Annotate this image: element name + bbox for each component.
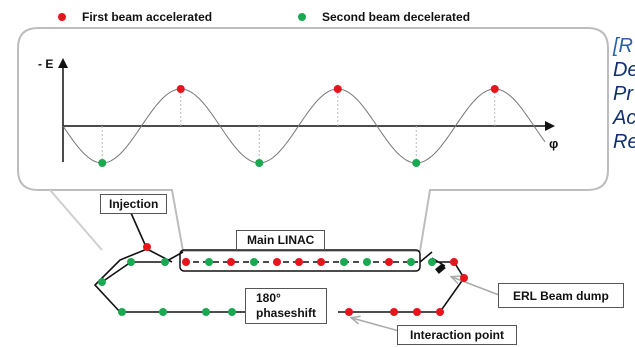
track-accelerated-bunch xyxy=(182,258,190,266)
x-axis-label: φ xyxy=(549,136,558,151)
track-decelerated-bunch xyxy=(250,258,258,266)
interaction-point-pointer xyxy=(352,318,400,332)
reference-line-4: Ac xyxy=(613,107,635,129)
red-dot-icon xyxy=(58,13,66,21)
track-dots xyxy=(98,243,468,316)
track-decelerated-bunch xyxy=(127,258,135,266)
phaseshift-label: 180° phaseshift xyxy=(245,288,328,324)
track-decelerated-bunch xyxy=(363,258,371,266)
track-accelerated-bunch xyxy=(436,308,444,316)
phaseshift-label-line1: 180° xyxy=(256,291,281,305)
track-accelerated-bunch xyxy=(295,258,303,266)
wave-trough-decelerated-dot xyxy=(98,159,107,167)
track-accelerated-bunch xyxy=(450,258,458,266)
wave-trough-decelerated-dot xyxy=(412,159,421,167)
track-decelerated-bunch xyxy=(205,258,213,266)
track-accelerated-bunch xyxy=(227,258,235,266)
legend-second-beam-label: Second beam decelerated xyxy=(322,10,471,24)
track-decelerated-bunch xyxy=(228,308,236,316)
main-linac-label: Main LINAC xyxy=(236,230,326,250)
wave-trough-decelerated-dot xyxy=(255,159,264,167)
wave-curve xyxy=(62,88,546,164)
track-decelerated-bunch xyxy=(407,258,415,266)
track-decelerated-bunch xyxy=(118,308,126,316)
y-axis-label: - E xyxy=(38,57,53,71)
beam-dump-block xyxy=(435,263,446,274)
reference-text: [R De Pr Ac Re xyxy=(613,34,635,154)
wave-peak-accelerated-dot xyxy=(490,85,499,93)
track-accelerated-bunch xyxy=(460,274,468,282)
zoom-callout-shape xyxy=(17,27,609,252)
legend-second-beam: Second beam decelerated xyxy=(298,9,470,25)
track-decelerated-bunch xyxy=(340,258,348,266)
zoom-projection-line-left xyxy=(49,189,103,251)
track-bottom-right xyxy=(338,261,465,313)
track-accelerated-bunch xyxy=(273,258,281,266)
reference-line-1: [R xyxy=(613,35,633,57)
phaseshift-label-line2: phaseshift xyxy=(256,306,317,320)
wave-dots xyxy=(98,85,499,167)
track-linac-exit xyxy=(419,251,433,263)
reference-line-2: De xyxy=(613,59,635,81)
track-accelerated-bunch xyxy=(317,258,325,266)
main-linac-label-box: Main LINAC xyxy=(236,230,326,250)
main-linac-box xyxy=(179,249,421,272)
wave-peak-accelerated-dot xyxy=(176,85,185,93)
legend-first-beam-label: First beam accelerated xyxy=(82,10,213,24)
track-accelerated-bunch xyxy=(385,258,393,266)
track-decelerated-bunch xyxy=(202,308,210,316)
reference-line-5: Re xyxy=(613,131,635,153)
reference-line-3: Pr xyxy=(613,83,633,105)
track-accelerated-bunch xyxy=(390,308,398,316)
interaction-point-label: Interaction point xyxy=(397,325,517,345)
beam-dump-pointer xyxy=(452,277,500,296)
track-decelerated-bunch xyxy=(159,308,167,316)
track-accelerated-bunch xyxy=(413,308,421,316)
wave-peak-accelerated-dot xyxy=(333,85,342,93)
legend-first-beam: First beam accelerated xyxy=(58,9,212,25)
track-decelerated-bunch xyxy=(428,258,436,266)
track-accelerated-bunch xyxy=(143,243,151,251)
track-decelerated-bunch xyxy=(98,278,106,286)
track-injection-line xyxy=(130,212,173,263)
track-accelerated-bunch xyxy=(345,308,353,316)
injection-label: Injection xyxy=(100,194,168,214)
green-dot-icon xyxy=(298,13,306,21)
beam-dump-label: ERL Beam dump xyxy=(498,283,624,308)
track-decelerated-bunch xyxy=(161,258,169,266)
